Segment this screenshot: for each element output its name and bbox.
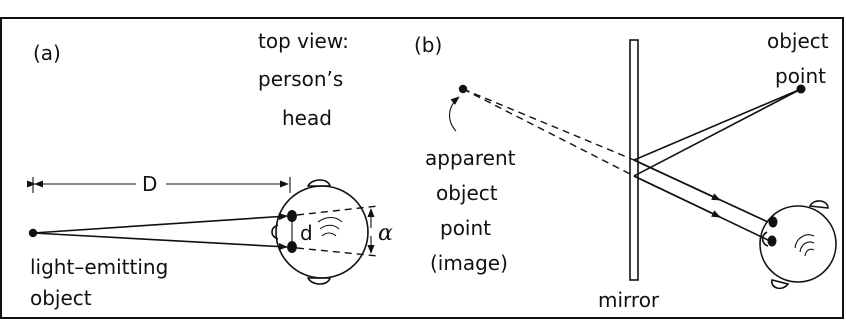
panel-a-tag: (a)	[33, 41, 61, 65]
figure-frame	[0, 17, 844, 319]
mirror-label: mirror	[598, 288, 660, 312]
head-caption-line-1: top view:	[258, 29, 349, 53]
image-label-line-1: apparent	[425, 146, 516, 170]
eye-separation-label: d	[300, 221, 313, 245]
distance-dimension	[26, 177, 291, 193]
reflected-ray-upper-arrow	[633, 159, 721, 201]
angle-dashed-lower	[296, 247, 379, 257]
panel-b-tag: (b)	[414, 33, 442, 57]
image-label-line-4: (image)	[430, 251, 508, 275]
image-label-line-3: point	[440, 216, 491, 240]
head-caption-line-2: person’s	[258, 67, 343, 91]
angle-label: α	[378, 221, 393, 246]
distance-label: D	[142, 172, 157, 196]
head-caption-line-3: head	[282, 106, 332, 130]
object-label-line-2: object	[30, 286, 92, 310]
object-point-label-line-2: point	[775, 64, 826, 88]
incident-ray-lower	[633, 88, 802, 177]
image-label-line-2: object	[436, 181, 498, 205]
object-label-line-1: light–emitting	[30, 255, 168, 279]
head-top-view	[271, 179, 369, 285]
viewer-head	[759, 200, 837, 290]
panel-a: (a) top view: person’s head D	[26, 29, 393, 310]
reflected-ray-lower-arrow	[633, 175, 721, 218]
panel-b: (b) mirror object point apparent object …	[414, 29, 837, 312]
ray-to-upper-eye	[32, 212, 288, 234]
image-pointer-arrow	[449, 96, 460, 132]
incident-ray-upper	[633, 88, 802, 161]
object-point-label-line-1: object	[767, 29, 829, 53]
ray-to-lower-eye	[32, 232, 288, 251]
virtual-ray-upper	[462, 88, 635, 161]
virtual-ray-lower	[462, 88, 635, 177]
angle-dashed-upper	[296, 205, 379, 216]
